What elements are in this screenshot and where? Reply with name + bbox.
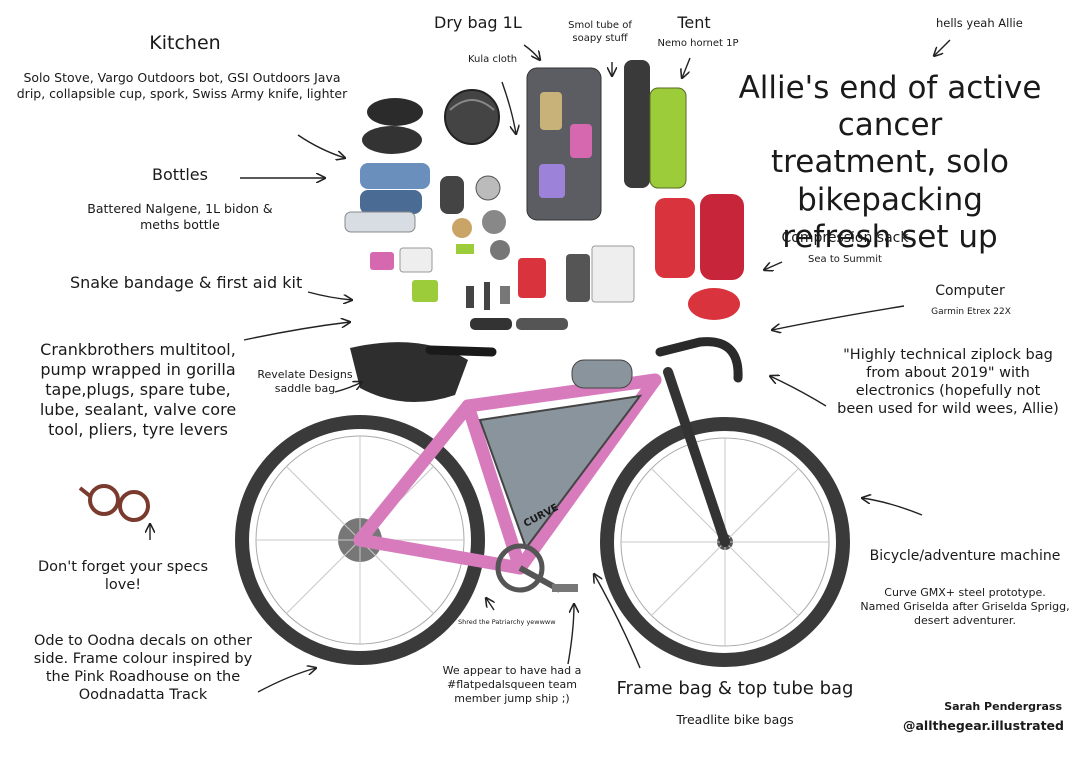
bottles-icon [360, 163, 430, 189]
patriarchy-note: Shred the Patriarchy yewwww [458, 618, 556, 626]
flat-pedals-note: We appear to have had a #flatpedalsqueen… [442, 664, 582, 705]
gear-items [344, 60, 744, 330]
first-aid-icon [412, 280, 438, 302]
saddle-bag-label: Revelate Designs saddle bag [257, 368, 353, 395]
pot-icon [362, 126, 422, 154]
first-aid-label: Snake bandage & first aid kit [70, 273, 303, 292]
decals-label: Ode to Oodna decals on other side. Frame… [33, 633, 253, 704]
signature-name: Sarah Pendergrass [944, 700, 1062, 713]
annotation-arrows [150, 39, 951, 693]
bicycle-details: Curve GMX+ steel prototype. Named Grisel… [860, 586, 1070, 627]
frame-bag-heading: Frame bag & top tube bag [616, 678, 854, 699]
kula-cloth-label: Kula cloth [468, 54, 518, 65]
ziplock-label: "Highly technical ziplock bag from about… [837, 347, 1059, 418]
tools-label: Crankbrothers multitool, pump wrapped in… [39, 340, 237, 439]
compression-sack-icon [655, 198, 695, 278]
helmet-icon [444, 89, 500, 145]
saddle-bag-icon [350, 342, 468, 403]
bottles-items: Battered Nalgene, 1L bidon & meths bottl… [87, 201, 273, 232]
specs-icon [78, 484, 150, 522]
specs-label: Don't forget your specs love! [37, 559, 209, 594]
frame-bag-brand: Treadlite bike bags [676, 712, 794, 727]
tent-icon [624, 60, 650, 188]
soap-label: Smol tube of soapy stuff [568, 20, 632, 44]
kitchen-items: Solo Stove, Vargo Outdoors bot, GSI Outd… [16, 70, 348, 101]
signature-handle: @allthegear.illustrated [902, 718, 1064, 733]
frame-bag-icon [478, 394, 643, 551]
bicycle-heading: Bicycle/adventure machine [869, 548, 1061, 564]
compression-heading: Compression sack [781, 230, 909, 246]
page-title: Allie's end of active cancer treatment, … [738, 70, 1042, 255]
hells-yeah-note: hells yeah Allie [936, 16, 1023, 30]
tools-icon [518, 258, 546, 298]
bicycle-icon [235, 337, 850, 667]
computer-model: Garmin Etrex 22X [931, 307, 1011, 317]
bottles-heading: Bottles [152, 165, 208, 184]
compression-brand: Sea to Summit [808, 254, 882, 265]
kitchen-heading: Kitchen [149, 32, 221, 54]
dry-bag-label: Dry bag 1L [434, 13, 522, 32]
stove-icon [367, 98, 423, 126]
computer-heading: Computer [935, 283, 1005, 299]
tent-model: Nemo hornet 1P [657, 38, 739, 49]
tent-heading: Tent [677, 13, 711, 32]
